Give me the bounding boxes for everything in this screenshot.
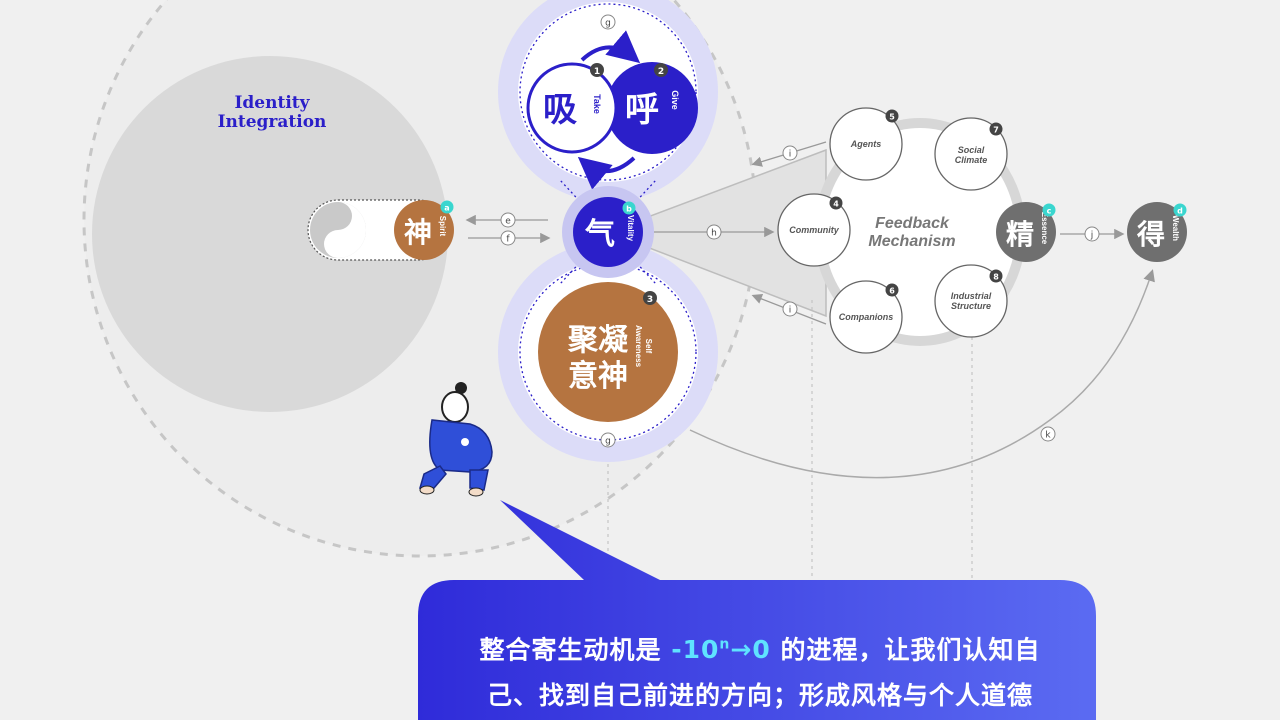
edge-label-i-top: i [782, 145, 798, 161]
speech-bubble [418, 500, 1096, 720]
badge-b: b [622, 201, 636, 215]
hu-en: Give [670, 90, 680, 110]
edge-label-i-bottom: i [782, 301, 798, 317]
edge-label-e: e [500, 212, 516, 228]
edge-label-g-bottom: g [600, 432, 616, 448]
juning-char-line1: 聚凝 [567, 323, 629, 358]
svg-text:3: 3 [647, 295, 653, 305]
awareness-dotted-ring [519, 263, 697, 441]
bubble-line1: 整合寄生动机是 -10n→0 的进程，让我们认知自 [430, 622, 1090, 673]
svg-text:5: 5 [889, 113, 895, 122]
jing-en: Essence [1040, 212, 1049, 245]
juning-en-line2: Awareness [634, 325, 643, 368]
svg-text:k: k [1045, 431, 1051, 441]
arrow-k [689, 269, 1155, 479]
svg-text:4: 4 [833, 200, 839, 209]
svg-text:b: b [626, 205, 632, 214]
svg-text:i: i [789, 150, 792, 160]
jing-char: 精 [1006, 218, 1034, 251]
svg-text:g: g [605, 19, 611, 29]
svg-text:Social: Social [958, 145, 985, 155]
bubble-highlight-base: -10 [671, 635, 720, 665]
svg-text:Structure: Structure [951, 301, 991, 311]
svg-text:2: 2 [658, 67, 664, 77]
edge-label-f: f [500, 230, 516, 246]
give-cycle-arrow [580, 30, 641, 64]
agents-node: Agents 5 [829, 107, 903, 181]
bubble-highlight-sup: n [719, 637, 731, 653]
svg-text:Companions: Companions [839, 312, 894, 322]
drop-lines [607, 300, 973, 580]
svg-text:g: g [605, 437, 611, 447]
juning-char-line2: 意神 [568, 359, 628, 394]
qi-en: Vitality [626, 215, 635, 242]
badge-d: d [1173, 203, 1187, 217]
svg-text:Climate: Climate [955, 155, 988, 165]
bubble-highlight-tail: →0 [730, 635, 771, 665]
de-en: Wealth [1171, 215, 1180, 241]
badge-c: c [1042, 203, 1056, 217]
feedback-title-line1: Feedback [875, 215, 950, 232]
svg-text:c: c [1047, 207, 1052, 216]
svg-text:Community: Community [789, 225, 839, 235]
svg-text:Agents: Agents [850, 139, 882, 149]
breath-dotted-ring [519, 3, 697, 181]
bubble-line2: 己、找到自己前进的方向；形成风格与个人道德 [486, 681, 1033, 711]
de-char: 得 [1136, 218, 1165, 251]
de-node [1127, 202, 1187, 262]
identity-circle [92, 56, 448, 412]
badge-2: 2 [654, 63, 668, 77]
edge-label-h: h [706, 224, 722, 240]
svg-text:h: h [711, 229, 717, 239]
svg-text:f: f [506, 235, 510, 245]
bubble-line1-suffix: 的进程，让我们认知自 [780, 635, 1041, 665]
svg-text:a: a [444, 204, 449, 213]
svg-text:e: e [505, 217, 511, 227]
svg-text:7: 7 [993, 126, 999, 135]
juning-node [538, 282, 678, 422]
thinking-person-illustration [419, 382, 493, 497]
svg-text:6: 6 [889, 287, 895, 296]
juning-en-line1: Self [644, 339, 653, 354]
badge-a: a [440, 200, 454, 214]
companions-node: Companions 6 [829, 280, 903, 354]
bubble-highlight: -10n→0 [671, 635, 770, 664]
qi-char: 气 [585, 217, 615, 252]
edge-label-k: k [1040, 426, 1056, 442]
identity-title-line2: Integration [218, 112, 327, 132]
jing-node [996, 202, 1056, 262]
svg-text:1: 1 [594, 67, 600, 77]
svg-text:j: j [1090, 231, 1094, 241]
industrial-structure-node: Industrial Structure 8 [934, 264, 1008, 338]
social-climate-node: Social Climate 7 [934, 117, 1008, 191]
qi-node [573, 197, 643, 267]
shen-en: Spirit [438, 216, 447, 237]
xi-char: 吸 [543, 90, 577, 130]
svg-text:i: i [789, 306, 792, 316]
bubble-text: 整合寄生动机是 -10n→0 的进程，让我们认知自 己、找到自己前进的方向；形成… [430, 622, 1090, 719]
xi-en: Take [592, 94, 602, 114]
hu-char: 呼 [625, 90, 659, 130]
take-cycle-arrow [577, 156, 636, 190]
svg-text:Industrial: Industrial [951, 291, 992, 301]
xi-node [526, 62, 618, 154]
bubble-line1-prefix: 整合寄生动机是 [479, 635, 662, 665]
yin-yang-icon [310, 202, 366, 258]
svg-text:8: 8 [993, 273, 999, 282]
edge-label-j: j [1084, 226, 1100, 242]
shen-char: 神 [404, 216, 432, 249]
edge-label-g-top: g [600, 14, 616, 30]
badge-3: 3 [643, 291, 657, 305]
community-node: Community 4 [777, 193, 851, 267]
shen-node [394, 200, 454, 260]
hu-node [606, 62, 698, 154]
svg-text:d: d [1177, 207, 1183, 216]
feedback-title-line2: Mechanism [868, 233, 955, 250]
badge-1: 1 [590, 63, 604, 77]
identity-title-line1: Identity [234, 93, 310, 113]
